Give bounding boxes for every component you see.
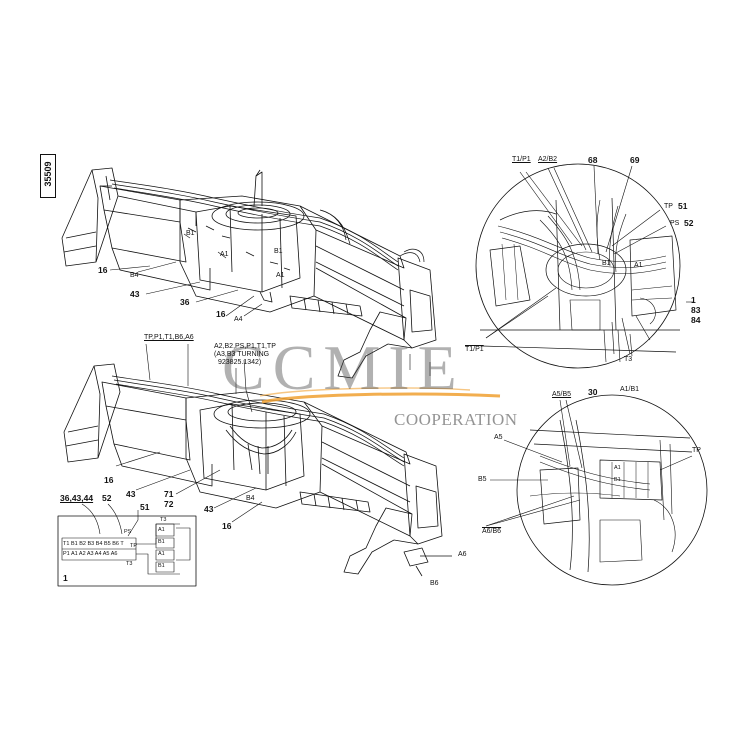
detail-lower-leaders — [485, 399, 693, 527]
detail-upper-t1p1-a: T1/P1 — [512, 156, 531, 163]
detail-lower-a1: A1 — [614, 465, 621, 471]
port-a1-top: A1 — [220, 251, 229, 258]
port-b1-top-right: B1 — [274, 248, 283, 255]
schematic-header-mid: 52 — [102, 493, 112, 503]
side-callout-84: 84 — [691, 315, 701, 325]
document-number-box: 35509 — [40, 154, 56, 198]
schematic-footnote: 1 — [63, 573, 68, 583]
port-b4-top: B4 — [130, 272, 139, 279]
callout-69: 69 — [630, 155, 640, 165]
detail-lower-a5b5: A5/B5 — [552, 391, 572, 398]
callout-68: 68 — [588, 155, 598, 165]
schematic-tp-label: TP — [130, 543, 138, 549]
port-b6-bottom: B6 — [430, 580, 439, 587]
detail-circle-upper — [475, 163, 681, 369]
schematic-t3-label: T3 — [160, 517, 167, 523]
callout-52: 52 — [684, 218, 694, 228]
detail-lower-b5: B5 — [478, 476, 487, 483]
bottom-machine-frame — [63, 363, 452, 577]
detail-upper-b1: B1 — [602, 260, 611, 267]
schematic-b1-label-1: B1 — [158, 539, 165, 545]
bottom-view-leaders — [115, 343, 431, 523]
schematic-row-top: T1 B1 B2 B3 B4 B5 B6 T — [63, 541, 124, 547]
detail-lower-tp: TP — [692, 447, 701, 454]
callout-16-top-a: 16 — [98, 265, 108, 275]
bottom-header-left: TP,P1,T1,B6,A6 — [144, 334, 194, 341]
bottom-header-right-2: (A3,B3 TURNING — [214, 351, 270, 358]
detail-upper-leaders — [485, 165, 694, 355]
watermark-subtitle: COOPERATION — [394, 410, 518, 429]
callout-43-bottom-a: 43 — [126, 489, 136, 499]
detail-upper-a1b1: A1/B1 — [620, 386, 640, 393]
schematic-ps-label: PS — [124, 529, 132, 535]
detail-lower-a5: A5 — [494, 434, 503, 441]
schematic-t3-label-lower: T3 — [126, 561, 133, 567]
hydraulic-schematic — [57, 503, 197, 587]
callout-16-top-b: 16 — [216, 309, 226, 319]
detail-upper-t1p1-b: T1/P1 — [465, 346, 484, 353]
schematic-a1-label-2: A1 — [158, 551, 165, 557]
bottom-header-right-1: A2,B2,PS,P1,T1,TP — [214, 343, 276, 350]
port-a4-top: A4 — [234, 316, 243, 323]
port-a1-top-right: A1 — [276, 272, 285, 279]
top-machine-frame — [61, 167, 437, 379]
side-callout-1: 1 — [691, 295, 696, 305]
side-callout-83: 83 — [691, 305, 701, 315]
watermark-brand: CCMIE — [222, 332, 465, 403]
schematic-a1-label-1: A1 — [158, 527, 165, 533]
callout-51: 51 — [678, 201, 688, 211]
schematic-row-bottom: P1 A1 A2 A3 A4 A5 A6 — [63, 551, 118, 557]
port-b1-top: B1 — [186, 230, 195, 237]
schematic-header-left: 36,43,44 — [60, 493, 94, 503]
detail-upper-t3: T3 — [624, 356, 633, 363]
detail-lower-a6b6: A6/B6 — [482, 528, 502, 535]
watermark-swoosh — [259, 387, 501, 404]
top-view-leaders — [109, 233, 263, 317]
bottom-header-right-3: 923825.1342) — [218, 359, 262, 366]
callout-36-top: 36 — [180, 297, 190, 307]
port-a6-bottom: A6 — [458, 551, 467, 558]
callout-72: 72 — [164, 499, 174, 509]
detail-upper-tp: TP — [664, 203, 673, 210]
detail-upper-a2b2: A2/B2 — [538, 156, 558, 163]
port-b4-bottom: B4 — [246, 495, 255, 502]
callout-71: 71 — [164, 489, 174, 499]
callout-30: 30 — [588, 387, 598, 397]
detail-lower-b1: B1 — [614, 477, 621, 483]
detail-upper-ps: PS — [670, 220, 680, 227]
detail-upper-a1: A1 — [634, 262, 643, 269]
detail-circle-lower — [516, 394, 708, 586]
schematic-b1-label-2: B1 — [158, 563, 165, 569]
schematic-header-right: 51 — [140, 502, 150, 512]
callout-16-bottom-a: 16 — [104, 475, 114, 485]
callout-43-top: 43 — [130, 289, 140, 299]
callout-43-bottom-b: 43 — [204, 504, 214, 514]
callout-16-bottom-b: 16 — [222, 521, 232, 531]
